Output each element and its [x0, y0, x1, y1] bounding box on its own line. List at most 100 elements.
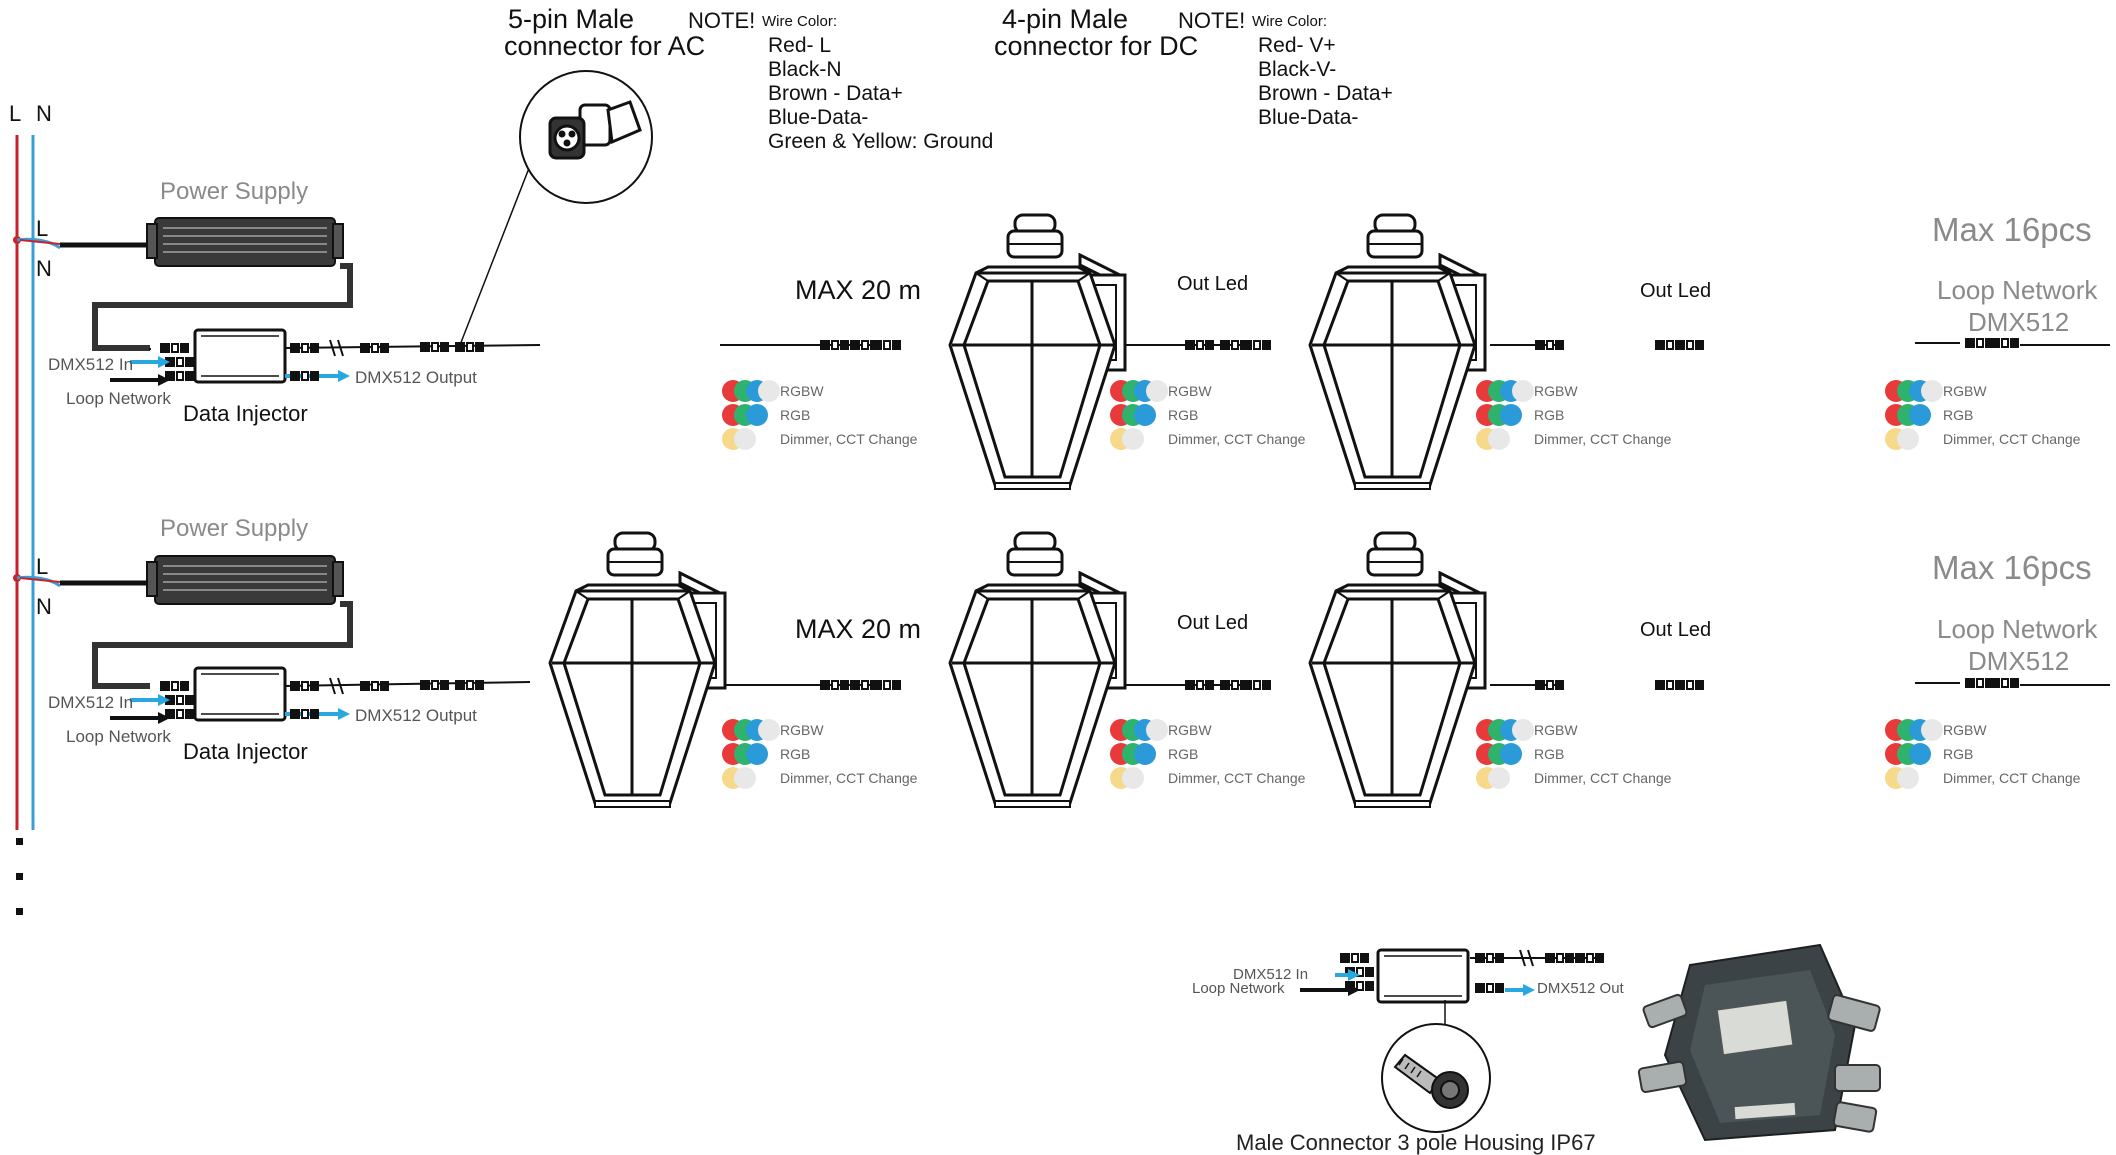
row2-max-distance: MAX 20 m — [795, 614, 922, 644]
row1-loop-network: Loop Network — [66, 389, 171, 408]
mode-label: Dimmer, CCT Change — [1534, 431, 1672, 447]
mode-dot — [1921, 380, 1943, 402]
row2-loop-network-dmx-2: DMX512 — [1968, 646, 2070, 676]
mode-dot — [1488, 428, 1510, 450]
row2-power-supply-label: Power Supply — [160, 515, 309, 542]
note-dc-note: NOTE! — [1178, 8, 1246, 33]
mode-dot — [1122, 428, 1144, 450]
continue-dot — [16, 873, 23, 880]
note-ac-wire-color: Wire Color: — [762, 13, 838, 30]
mode-label: RGB — [780, 746, 811, 762]
mode-label: RGB — [1943, 407, 1974, 423]
mode-label: RGBW — [1943, 383, 1987, 399]
mode-dot — [1134, 404, 1156, 426]
row1-tap-n: N — [36, 256, 52, 281]
mode-dot — [1897, 428, 1919, 450]
mode-label: RGBW — [1168, 383, 1212, 399]
mode-label: RGB — [1943, 746, 1974, 762]
mode-dot — [746, 404, 768, 426]
note-ac-note: NOTE! — [688, 8, 756, 33]
row1-power-supply-label: Power Supply — [160, 178, 309, 205]
mode-label: RGBW — [1943, 722, 1987, 738]
mode-dot — [734, 767, 756, 789]
note-ac-title-2: connector for AC — [504, 31, 706, 61]
mode-label: RGBW — [780, 722, 824, 738]
mode-dot — [758, 380, 780, 402]
mode-label: Dimmer, CCT Change — [1168, 431, 1306, 447]
mode-dot — [1512, 380, 1534, 402]
mode-label: RGB — [1168, 407, 1199, 423]
bottom-dmx-in: DMX512 In — [1233, 966, 1309, 983]
row1-out-led-1: Out Led — [1177, 273, 1249, 295]
mode-label: RGB — [780, 407, 811, 423]
bottom-injector-graphics — [1300, 943, 1881, 1142]
mode-label: RGB — [1168, 746, 1199, 762]
note-dc-title-2: connector for DC — [994, 31, 1199, 61]
note-dc-line-4: Blue-Data- — [1258, 106, 1359, 129]
mode-dot — [1146, 380, 1168, 402]
row1-dmx-output: DMX512 Output — [355, 368, 477, 387]
mode-dot — [1897, 767, 1919, 789]
mode-dot — [1500, 743, 1522, 765]
mode-dot — [1512, 719, 1534, 741]
mode-dot — [1146, 719, 1168, 741]
row1-max-distance: MAX 20 m — [795, 275, 922, 305]
mode-label: RGBW — [780, 383, 824, 399]
rail-l-label: L — [9, 101, 22, 126]
mode-label: Dimmer, CCT Change — [1943, 431, 2081, 447]
mode-dot — [1500, 404, 1522, 426]
mode-label: Dimmer, CCT Change — [780, 431, 918, 447]
rail-n-label: N — [36, 101, 52, 126]
mode-label: Dimmer, CCT Change — [1943, 770, 2081, 786]
note-ac-line-5: Green & Yellow: Ground — [768, 130, 994, 153]
note-ac-line-1: Red- L — [768, 34, 832, 57]
row2-dmx-in: DMX512 In — [48, 693, 134, 712]
mode-label: RGBW — [1534, 722, 1578, 738]
note-dc-wire-color: Wire Color: — [1252, 13, 1328, 30]
note-ac-line-4: Blue-Data- — [768, 106, 869, 129]
row1-data-injector-label: Data Injector — [183, 401, 308, 426]
note-dc-title-1: 4-pin Male — [1002, 4, 1129, 34]
note-dc-line-1: Red- V+ — [1258, 34, 1336, 57]
mode-dot — [1909, 404, 1931, 426]
row-2-wiring — [13, 531, 2110, 809]
row2-loop-network: Loop Network — [66, 727, 171, 746]
bottom-loop-network: Loop Network — [1192, 980, 1285, 997]
mode-dot — [1909, 743, 1931, 765]
row2-tap-l: L — [36, 554, 49, 579]
mode-label: RGBW — [1534, 383, 1578, 399]
bottom-connector-caption: Male Connector 3 pole Housing IP67 — [1236, 1130, 1596, 1155]
mode-dot — [758, 719, 780, 741]
continue-dot — [16, 838, 23, 845]
row2-dmx-output: DMX512 Output — [355, 706, 477, 725]
row2-max-pcs: Max 16pcs — [1932, 549, 2092, 586]
note-ac-title-1: 5-pin Male — [508, 4, 635, 34]
mode-label: Dimmer, CCT Change — [1168, 770, 1306, 786]
row2-tap-n: N — [36, 594, 52, 619]
note-dc-line-3: Brown - Data+ — [1258, 82, 1393, 105]
mode-label: RGB — [1534, 746, 1565, 762]
row1-tap-l: L — [36, 216, 49, 241]
mode-label: Dimmer, CCT Change — [1534, 770, 1672, 786]
note-ac-line-2: Black-N — [768, 58, 842, 81]
row1-out-led-2: Out Led — [1640, 280, 1712, 302]
mode-dot — [1122, 767, 1144, 789]
row1-loop-network-dmx-2: DMX512 — [1968, 307, 2070, 337]
mode-label: RGBW — [1168, 722, 1212, 738]
row1-dmx-in: DMX512 In — [48, 355, 134, 374]
mode-label: RGB — [1534, 407, 1565, 423]
row2-out-led-1: Out Led — [1177, 612, 1249, 634]
mode-dot — [1134, 743, 1156, 765]
mode-dot — [734, 428, 756, 450]
row-1-wiring — [13, 70, 2110, 491]
mode-dot — [1488, 767, 1510, 789]
note-dc-line-2: Black-V- — [1258, 58, 1337, 81]
continue-dot — [16, 908, 23, 915]
row2-out-led-2: Out Led — [1640, 619, 1712, 641]
mode-dot — [1921, 719, 1943, 741]
row2-loop-network-dmx-1: Loop Network — [1937, 614, 2098, 644]
mode-dot — [746, 743, 768, 765]
row2-data-injector-label: Data Injector — [183, 739, 308, 764]
row1-max-pcs: Max 16pcs — [1932, 211, 2092, 248]
note-ac-line-3: Brown - Data+ — [768, 82, 903, 105]
